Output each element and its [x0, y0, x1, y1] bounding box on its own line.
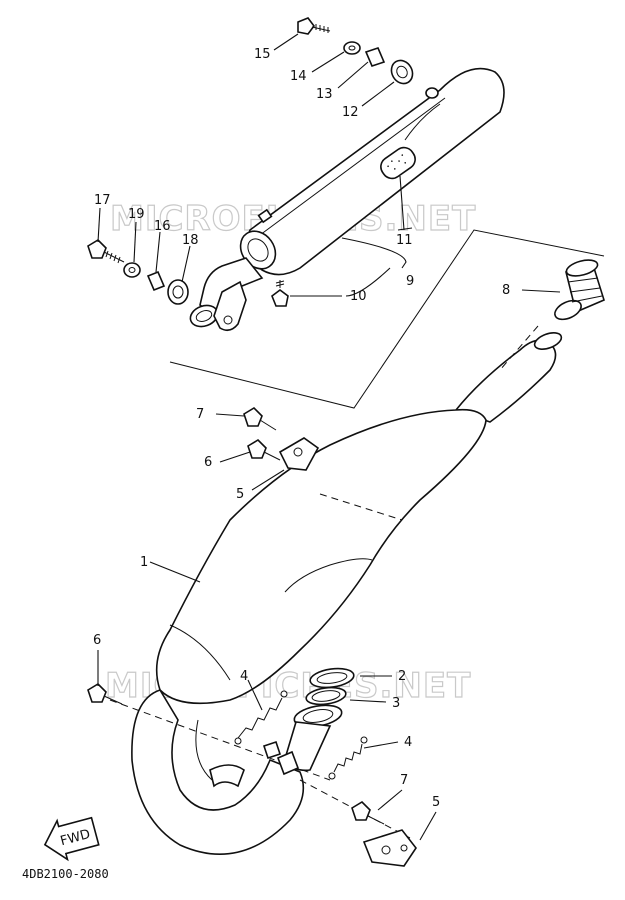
bolt-7-upper: [243, 406, 277, 431]
collar-13: [364, 47, 386, 67]
washer-19: [123, 262, 141, 278]
callout-10: 10: [350, 289, 367, 304]
callout-9: 9: [406, 274, 414, 289]
bolt-15: [297, 17, 331, 35]
spring-4-left: [234, 690, 288, 745]
silencer: [239, 67, 505, 276]
callout-7-lower: 7: [400, 773, 408, 788]
damper-pad-11: [380, 146, 416, 180]
grommet-18: [167, 279, 189, 305]
collar-16: [146, 270, 166, 292]
callout-6-upper: 6: [204, 455, 212, 470]
header-fitting: [262, 704, 343, 776]
callout-19: 19: [128, 207, 145, 222]
spring-4-right: [328, 736, 368, 780]
callout-4-lower: 4: [404, 735, 412, 750]
callout-16: 16: [154, 219, 171, 234]
callout-13: 13: [316, 87, 333, 102]
callout-17: 17: [94, 193, 111, 208]
callout-6-lower: 6: [93, 633, 101, 648]
gasket-3: [305, 686, 347, 706]
silencer-group-frame: [169, 229, 605, 409]
callout-5-upper: 5: [236, 487, 244, 502]
callout-5-lower: 5: [432, 795, 440, 810]
callout-11: 11: [396, 233, 413, 248]
callout-15: 15: [254, 47, 271, 62]
callout-7-upper: 7: [196, 407, 204, 422]
grommet-12: [390, 59, 414, 85]
bracket-5-lower: [362, 829, 417, 867]
callout-1: 1: [140, 555, 148, 570]
callout-18: 18: [182, 233, 199, 248]
silencer-inlet-pipe: [189, 257, 264, 332]
fwd-arrow-icon: FWD: [43, 816, 100, 862]
washer-14: [343, 41, 361, 55]
callout-8: 8: [502, 283, 510, 298]
bolt-6-lower: [87, 682, 123, 705]
callout-2: 2: [398, 669, 406, 684]
callout-leaders: [97, 33, 561, 841]
gasket-2: [309, 667, 355, 689]
leader-mid: [319, 493, 403, 521]
bracket-5-upper: [278, 437, 320, 471]
joint-8: [554, 259, 605, 321]
callout-3: 3: [392, 696, 400, 711]
bolt-10: [271, 280, 289, 307]
leader-joint: [499, 325, 539, 371]
bolt-17: [87, 238, 125, 264]
callout-14: 14: [290, 69, 307, 84]
exhaust-pipe: [131, 332, 563, 856]
bolt-6-upper: [247, 438, 281, 461]
callout-12: 12: [342, 105, 359, 120]
callout-4-upper: 4: [240, 669, 248, 684]
bolt-7-lower: [351, 800, 385, 825]
diagram-code: 4DB2100-2080: [22, 867, 109, 881]
